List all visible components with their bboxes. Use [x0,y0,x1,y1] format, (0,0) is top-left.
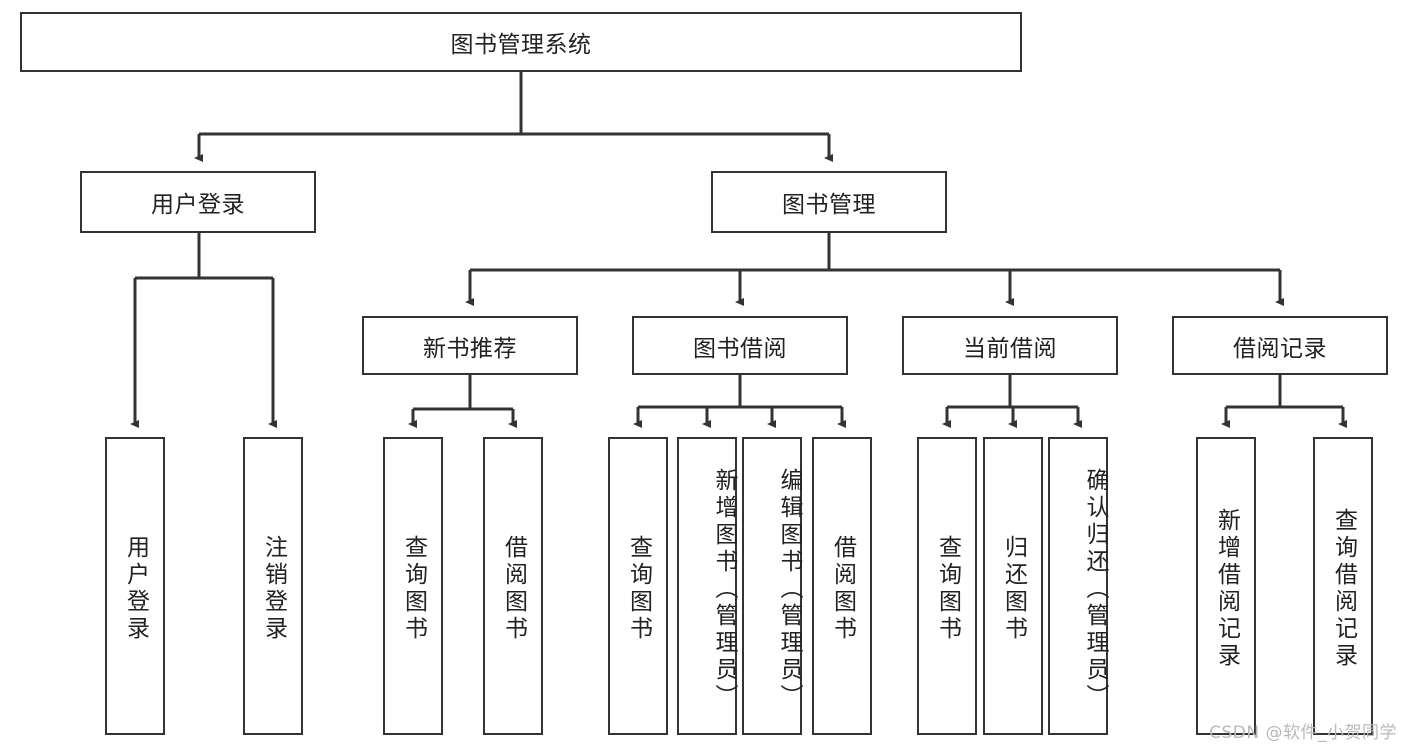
leaf-query-borrow-record[interactable]: 查询借阅记录 [1313,437,1373,735]
node-label: 用户登录 [151,192,245,218]
leaf-add-book[interactable]: 新增图书（管理员） [677,437,737,735]
node-label: 查询图书 [400,535,427,643]
node-label: 查询图书 [625,535,652,643]
node-current-borrow[interactable]: 当前借阅 [902,316,1118,375]
node-borrow-record[interactable]: 借阅记录 [1172,316,1388,375]
leaf-borrow-book-2[interactable]: 借阅图书 [812,437,872,735]
node-label: 图书管理 [782,192,876,218]
leaf-user-login[interactable]: 用户登录 [105,437,165,735]
node-new-book-recommend[interactable]: 新书推荐 [362,316,578,375]
node-label: 新增图书（管理员） [711,467,737,711]
node-label: 查询图书 [934,535,961,643]
node-label: 新增借阅记录 [1213,508,1240,670]
leaf-edit-book[interactable]: 编辑图书（管理员） [742,437,802,735]
node-book-borrow[interactable]: 图书借阅 [632,316,848,375]
node-label: 借阅图书 [500,535,527,643]
node-label: 用户登录 [122,535,149,643]
leaf-logout-login[interactable]: 注销登录 [243,437,303,735]
node-label: 归还图书 [1000,535,1027,643]
leaf-query-book-1[interactable]: 查询图书 [383,437,443,735]
leaf-query-book-2[interactable]: 查询图书 [608,437,668,735]
leaf-borrow-book-1[interactable]: 借阅图书 [483,437,543,735]
node-label: 借阅记录 [1233,335,1327,362]
node-user-login[interactable]: 用户登录 [80,171,316,233]
leaf-add-borrow-record[interactable]: 新增借阅记录 [1196,437,1256,735]
node-label: 当前借阅 [963,335,1057,362]
node-label: 新书推荐 [423,335,517,362]
leaf-return-book[interactable]: 归还图书 [983,437,1043,735]
node-label: 注销登录 [260,535,287,643]
node-book-management-system[interactable]: 图书管理系统 [20,12,1022,72]
node-label: 图书借阅 [693,335,787,362]
node-label: 编辑图书（管理员） [776,467,802,711]
leaf-confirm-return[interactable]: 确认归还（管理员） [1048,437,1108,735]
node-label: 查询借阅记录 [1330,508,1357,670]
leaf-query-book-3[interactable]: 查询图书 [917,437,977,735]
node-label: 图书管理系统 [450,32,592,58]
node-book-management[interactable]: 图书管理 [711,171,947,233]
watermark: CSDN @软件_小贺同学 [1209,723,1397,743]
node-label: 借阅图书 [829,535,856,643]
node-label: 确认归还（管理员） [1082,467,1108,711]
